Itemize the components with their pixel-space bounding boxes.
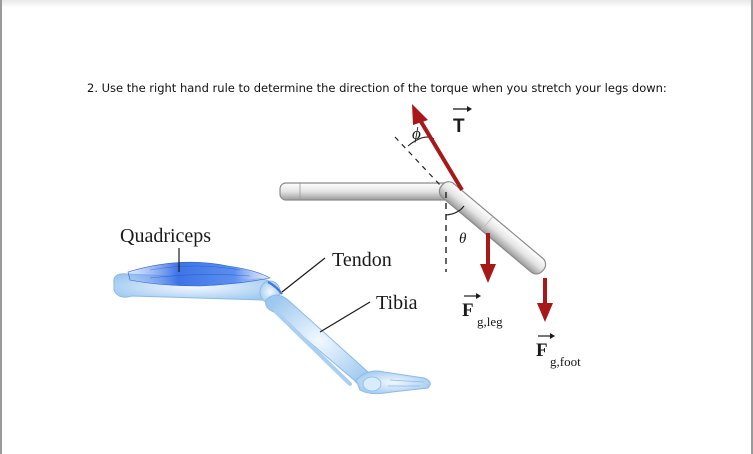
lower-leg-bar <box>438 181 547 275</box>
tension-arrow <box>412 104 464 192</box>
window-left-border <box>0 0 2 454</box>
force-leg-arrow <box>480 233 496 283</box>
thigh-bar <box>279 182 451 201</box>
window-right-border <box>751 0 753 454</box>
tendon-leader-line <box>281 257 326 293</box>
tension-vector-label: T <box>453 106 472 137</box>
force-leg-subscript: g,leg <box>477 314 503 329</box>
theta-label: θ <box>459 231 467 247</box>
force-leg-symbol: F <box>462 300 474 321</box>
force-foot-subscript: g,foot <box>550 354 581 369</box>
question-text: 2. Use the right hand rule to determine … <box>87 81 667 95</box>
quadriceps-label: Quadriceps <box>120 225 211 247</box>
force-foot-symbol: F <box>536 340 548 361</box>
tendon-reference-line <box>394 136 441 186</box>
tibia-leader-line <box>319 301 371 333</box>
tibia-label: Tibia <box>376 292 418 314</box>
phi-label: ϕ <box>412 124 421 143</box>
theta-angle-arc <box>445 205 465 216</box>
tendon-label: Tendon <box>332 249 392 271</box>
force-foot-label: F g,foot <box>536 333 581 369</box>
leg-anatomy-illustration <box>113 261 431 395</box>
force-leg-label: F g,leg <box>462 293 503 329</box>
tension-symbol: T <box>453 116 465 137</box>
window-top-shade <box>0 0 753 8</box>
force-foot-arrow <box>537 278 553 322</box>
